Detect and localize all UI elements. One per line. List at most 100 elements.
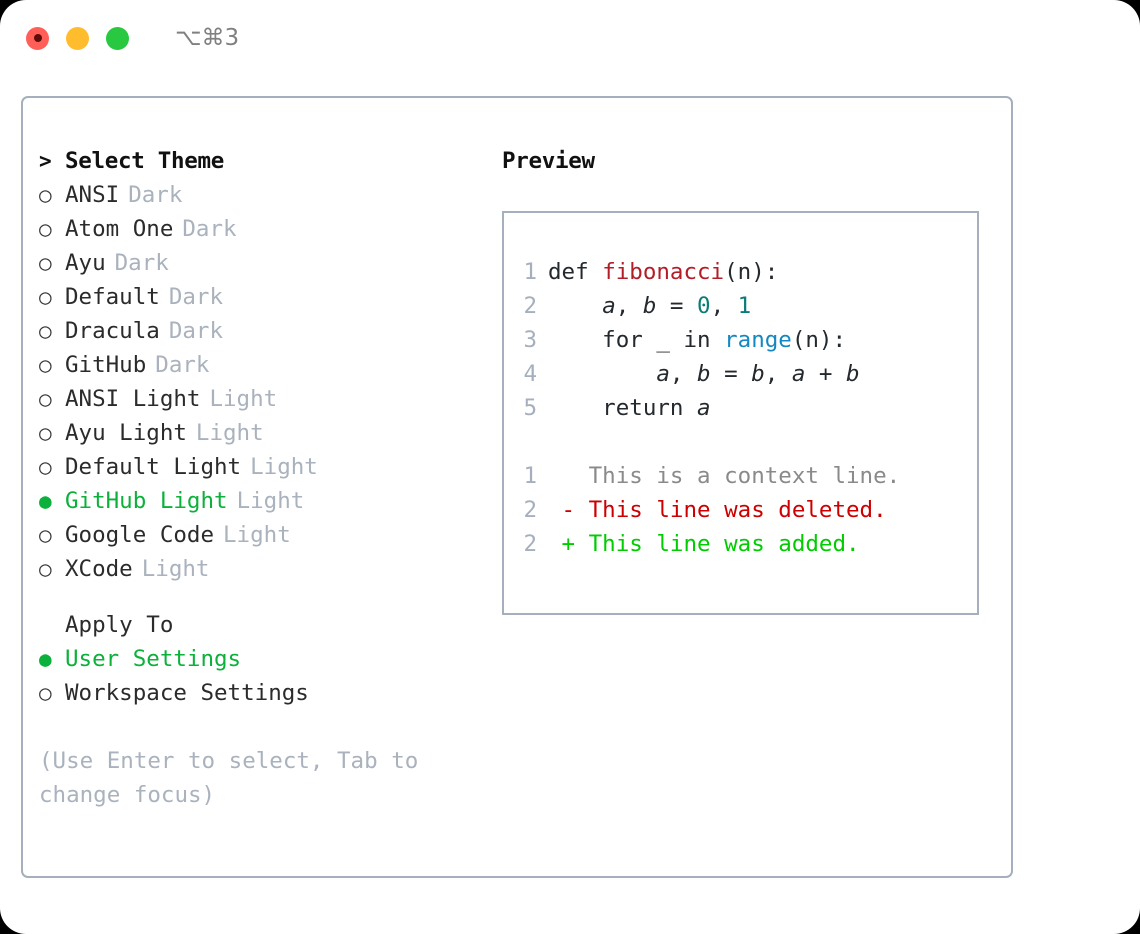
diff-line-text: This is a context line. <box>548 463 901 489</box>
close-button[interactable] <box>26 26 49 50</box>
code-token: a <box>791 361 806 387</box>
radio-unselected-icon: ○ <box>39 523 52 547</box>
code-token: b <box>846 361 860 387</box>
code-line-number: 1 <box>523 259 537 285</box>
theme-name-label: GitHub <box>65 352 147 378</box>
theme-variant-label: Dark <box>155 352 210 378</box>
theme-name-label: Default Light <box>65 454 242 480</box>
code-token: return <box>548 395 698 421</box>
radio-unselected-icon: ○ <box>39 183 52 207</box>
theme-variant-label: Light <box>195 420 264 446</box>
theme-list-item[interactable]: ○ Default Light Light <box>39 454 479 488</box>
radio-unselected-icon: ○ <box>39 455 52 479</box>
theme-variant-label: Light <box>223 522 291 548</box>
theme-name-label: XCode <box>65 556 133 582</box>
theme-name-label: Ayu <box>65 250 106 276</box>
diff-line-number: 2 <box>523 531 537 557</box>
code-line-text: a, b = 0, 1 <box>548 293 751 319</box>
theme-list-item[interactable]: ○ Ayu Light Light <box>39 420 479 454</box>
radio-unselected-icon: ○ <box>39 319 52 343</box>
code-token: (n): <box>724 259 779 285</box>
code-token: a <box>602 293 616 319</box>
theme-list-item[interactable]: ○ ANSI Light Light <box>39 386 479 420</box>
code-token: + <box>805 361 847 387</box>
code-token: , <box>615 293 643 319</box>
code-token: , <box>764 361 792 387</box>
code-blank-line <box>522 425 900 459</box>
code-line-number: 4 <box>523 361 537 387</box>
code-line-text: return a <box>548 395 711 421</box>
code-token: for _ in <box>548 327 725 353</box>
theme-name-label: ANSI Light <box>65 386 201 412</box>
theme-name-label: Default <box>65 284 160 310</box>
diff-line: 2 + This line was added. <box>522 527 900 561</box>
apply-to-label: Workspace Settings <box>65 680 309 706</box>
code-token: b <box>751 361 765 387</box>
diff-line-number: 1 <box>523 463 537 489</box>
radio-unselected-icon: ○ <box>39 421 52 445</box>
preview-title: Preview <box>502 148 595 174</box>
code-token: fibonacci <box>602 259 725 285</box>
apply-to-item[interactable]: ○ Workspace Settings <box>39 680 479 714</box>
radio-unselected-icon: ○ <box>39 353 52 377</box>
apply-to-section: Apply To ● User Settings ○ Workspace Settin… <box>39 612 479 714</box>
diff-line-text: - This line was deleted. <box>548 497 887 523</box>
apply-to-list: ● User Settings ○ Workspace Settings <box>39 646 479 714</box>
theme-variant-label: Light <box>209 386 278 412</box>
radio-unselected-icon: ○ <box>39 681 52 705</box>
theme-variant-label: Light <box>141 556 210 582</box>
radio-unselected-icon: ○ <box>39 387 52 411</box>
code-token: b <box>642 293 657 319</box>
code-token: , <box>710 293 738 319</box>
code-line: 5 return a <box>522 391 900 425</box>
apply-to-label: User Settings <box>65 646 242 672</box>
apply-to-header-marker <box>39 613 65 637</box>
minimize-button[interactable] <box>66 26 89 50</box>
theme-name-label: Ayu Light <box>65 420 187 446</box>
theme-list-item[interactable]: ○ GitHub Dark <box>39 352 479 386</box>
radio-selected-icon: ● <box>39 647 52 671</box>
code-line-number: 5 <box>523 395 537 421</box>
diff-line: 1 This is a context line. <box>522 459 900 493</box>
code-token: a <box>697 395 711 421</box>
code-token <box>548 293 602 319</box>
code-token: range <box>724 327 792 353</box>
maximize-button[interactable] <box>106 26 129 50</box>
code-line: 4 a, b = b, a + b <box>522 357 900 391</box>
code-token: 0 <box>697 293 711 319</box>
apply-to-title: Apply To <box>65 612 174 638</box>
prompt-caret-icon: > <box>39 149 52 173</box>
apply-to-item[interactable]: ● User Settings <box>39 646 479 680</box>
close-icon <box>33 34 42 42</box>
code-token: 1 <box>737 293 752 319</box>
radio-selected-icon: ● <box>39 489 52 513</box>
traffic-lights <box>26 26 129 50</box>
code-token: (n): <box>791 327 847 353</box>
theme-variant-label: Light <box>236 488 305 514</box>
theme-name-label: Atom One <box>65 216 174 242</box>
theme-variant-label: Dark <box>128 182 183 208</box>
theme-list-item[interactable]: ○ ANSI Dark <box>39 182 479 216</box>
code-line: 3 for _ in range(n): <box>522 323 900 357</box>
theme-variant-label: Dark <box>114 250 169 276</box>
radio-unselected-icon: ○ <box>39 217 52 241</box>
diff-line-number: 2 <box>523 497 537 523</box>
code-token: b <box>697 361 711 387</box>
theme-name-label: ANSI <box>65 182 120 208</box>
theme-variant-label: Light <box>250 454 318 480</box>
code-line-number: 3 <box>523 327 537 353</box>
theme-list-title: Select Theme <box>65 148 224 174</box>
